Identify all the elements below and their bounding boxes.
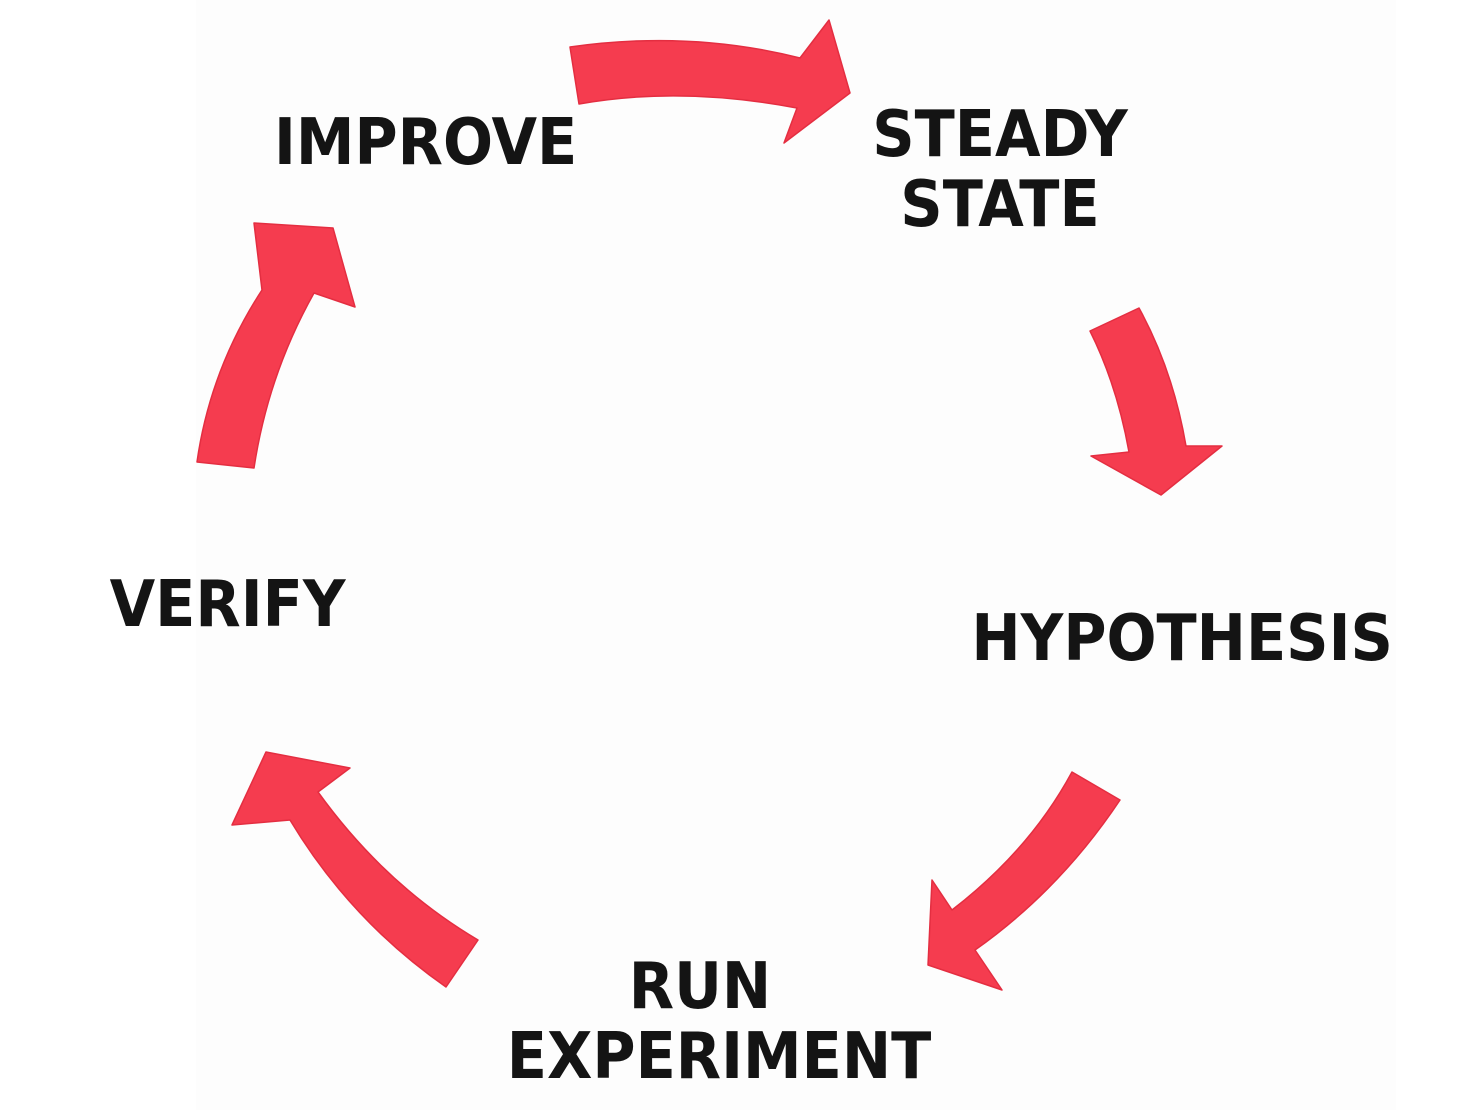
step-verify: VERIFY [109, 568, 346, 642]
step-verify-line-1: VERIFY [109, 568, 346, 642]
step-improve: IMPROVE [274, 106, 578, 180]
arrow-steady-state-to-hypothesis [1089, 307, 1223, 496]
step-run-experiment: RUN EXPERIMENT [506, 950, 932, 1094]
step-run-experiment-line-2: EXPERIMENT [506, 1020, 932, 1094]
step-steady-state-line-2: STATE [900, 168, 1100, 242]
step-hypothesis-line-1: HYPOTHESIS [971, 602, 1393, 676]
step-run-experiment-line-1: RUN [628, 950, 772, 1024]
step-steady-state: STEADY STATE [871, 100, 1129, 240]
step-improve-line-1: IMPROVE [274, 106, 578, 180]
step-steady-state-line-1: STEADY [872, 98, 1128, 172]
arrow-run-experiment-to-verify [231, 751, 479, 988]
arrow-improve-to-steady-state [569, 19, 851, 144]
arrow-verify-to-improve [196, 222, 356, 469]
step-hypothesis: HYPOTHESIS [971, 602, 1393, 676]
arrow-hypothesis-to-run-experiment [927, 771, 1121, 991]
